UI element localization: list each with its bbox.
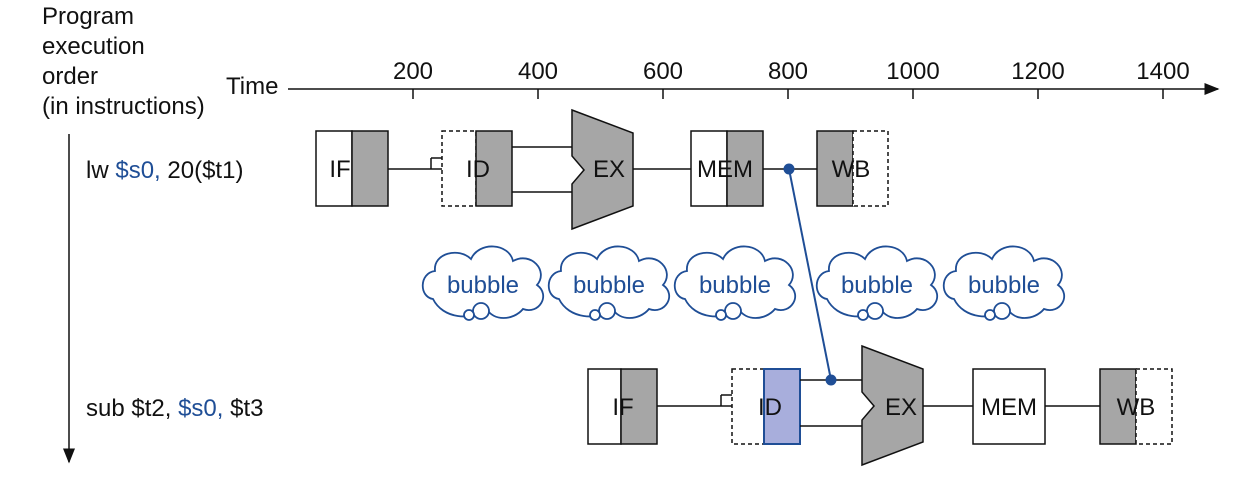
id-label-sub: ID <box>758 394 782 421</box>
pipeline-sub: IF ID EX MEM WB <box>587 344 1173 467</box>
mem-label-lw: MEM <box>697 156 753 183</box>
forward-line <box>788 168 832 381</box>
program-order-label: Program execution order (in instructions… <box>42 2 205 122</box>
cloud-puff-small <box>857 309 869 321</box>
bubble-label: bubble <box>841 272 913 299</box>
instruction-text: $t3 <box>223 395 264 422</box>
bubble-label: bubble <box>699 272 771 299</box>
id-label-lw: ID <box>466 156 490 183</box>
cloud-puff <box>724 302 742 320</box>
register-highlight: $s0, <box>115 157 161 184</box>
forward-dest-dot <box>825 374 837 386</box>
pipeline-lw: IF ID EX MEM WB <box>315 108 889 231</box>
bubble-cloud: bubble <box>421 245 544 321</box>
ex-label-sub: EX <box>885 394 917 421</box>
mem-stage-lw-right <box>726 130 764 207</box>
cloud-puff <box>866 302 884 320</box>
if-label-lw: IF <box>329 156 350 183</box>
mem-stage-lw-left <box>690 130 728 207</box>
cloud-puff-small <box>984 309 996 321</box>
bubble-label: bubble <box>447 272 519 299</box>
time-axis-label: Time <box>226 73 279 100</box>
tick-label: 1000 <box>886 58 939 85</box>
if-stage-lw-right <box>351 130 389 207</box>
cloud-puff <box>993 302 1011 320</box>
wb-label-sub: WB <box>1117 394 1156 421</box>
tick-label: 800 <box>768 58 808 85</box>
bubble-cloud: bubble <box>547 245 670 321</box>
mem-label-sub: MEM <box>981 394 1037 421</box>
wb-label-lw: WB <box>832 156 871 183</box>
bubble-cloud: bubble <box>673 245 796 321</box>
clock-notch-sub <box>720 394 732 406</box>
clock-notch-lw <box>430 157 442 169</box>
wb-stage-lw-right <box>852 130 889 207</box>
instruction-text: lw <box>86 157 116 184</box>
ex-alu-lw <box>571 108 634 231</box>
tick-label: 600 <box>643 58 683 85</box>
cloud-puff-small <box>463 309 475 321</box>
order-label-line-3: order <box>42 63 99 90</box>
id-stage-sub-right-highlighted <box>763 368 801 445</box>
bubble-cloud: bubble <box>942 245 1065 321</box>
tick-label: 200 <box>393 58 433 85</box>
order-label-line-1: Program <box>42 3 135 30</box>
cloud-puff-small <box>589 309 601 321</box>
cloud-puff <box>472 302 490 320</box>
instruction-text: sub $t2, <box>86 395 179 422</box>
if-label-sub: IF <box>612 394 633 421</box>
id-stage-sub-left <box>731 368 765 445</box>
wb-stage-sub-right <box>1135 368 1173 445</box>
cloud-puff-small <box>715 309 727 321</box>
bubble-row: bubble bubble bubble bubble bubble <box>421 245 1065 321</box>
bubble-label: bubble <box>573 272 645 299</box>
forwarding-path <box>783 163 837 386</box>
bubble-cloud: bubble <box>815 245 938 321</box>
register-highlight: $s0, <box>178 395 224 422</box>
cloud-puff <box>598 302 616 320</box>
mem-stage-sub <box>972 368 1046 445</box>
wb-stage-lw-left <box>816 130 854 207</box>
instruction-text: 20($t1) <box>160 157 244 184</box>
order-label-line-4: (in instructions) <box>42 93 205 120</box>
id-stage-lw-right <box>475 130 513 207</box>
bubble-label: bubble <box>968 272 1040 299</box>
tick-label: 400 <box>518 58 558 85</box>
wb-stage-sub-left <box>1099 368 1137 445</box>
instruction-sub: sub $t2, $s0, $t3 <box>86 395 263 423</box>
instruction-lw: lw $s0, 20($t1) <box>86 157 243 185</box>
order-label-line-2: execution <box>42 33 145 60</box>
tick-label: 1200 <box>1011 58 1064 85</box>
ex-alu-sub <box>861 344 924 467</box>
if-stage-lw-left <box>315 130 353 207</box>
time-ticks: 200 400 600 800 1000 1200 1400 <box>393 58 1190 99</box>
tick-label: 1400 <box>1136 58 1189 85</box>
ex-label-lw: EX <box>593 156 625 183</box>
if-stage-sub-right <box>620 368 658 445</box>
